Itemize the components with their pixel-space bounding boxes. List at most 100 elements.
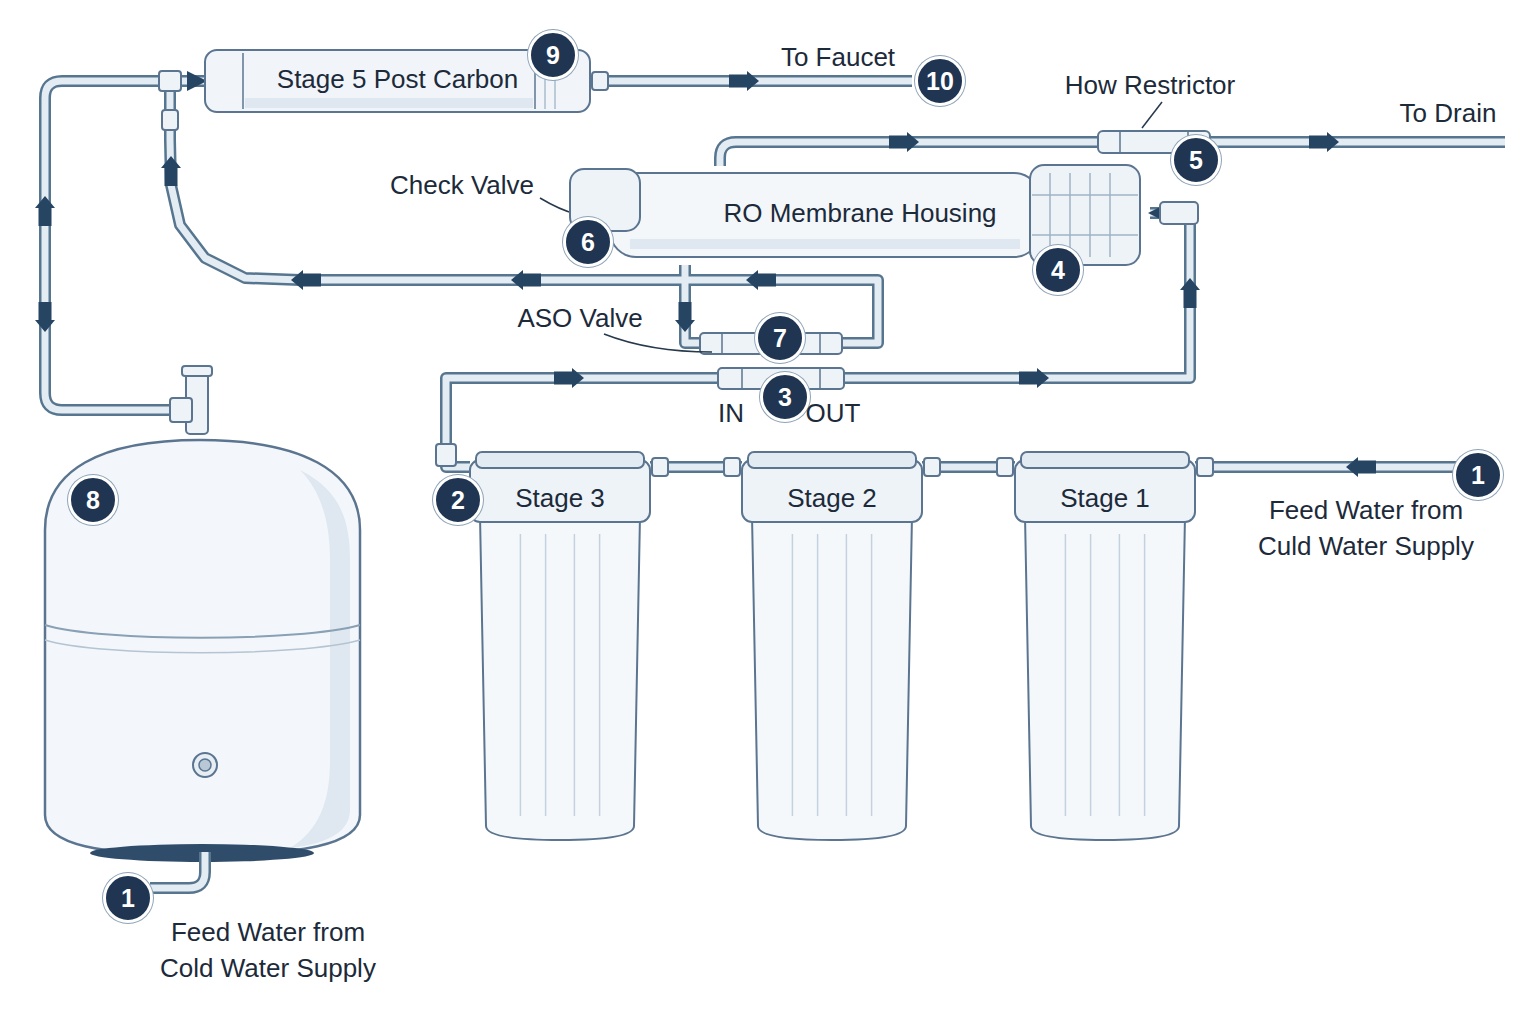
flow-arrow [746,270,776,290]
flow-arrow [1346,457,1376,477]
callout-number: 5 [1171,135,1221,185]
flow-arrow [554,368,584,388]
housing-ridge [1032,194,1138,196]
node-label: Stage 2 [787,484,877,514]
filter-rib [545,534,547,816]
callout-number: 1 [1453,450,1503,500]
housing-ridge [1069,173,1071,257]
filter-rib [792,534,794,816]
housing-ridge [1049,173,1051,257]
filter-rib [871,534,873,816]
tank-seam [45,625,360,638]
filter-rib [1090,534,1092,816]
node-label: Stage 1 [1060,484,1150,514]
tank-pipe [45,81,205,410]
part-label: Feed Water from Cold Water Supply [150,914,386,987]
tube-fitting [997,458,1013,476]
callout-number: 2 [433,475,483,525]
node-label: RO Membrane Housing [723,199,996,229]
leader-line [604,334,712,352]
filter-rib [1144,534,1146,816]
node-label: Stage 5 Post Carbon [277,65,518,95]
node-label: Stage 3 [515,484,605,514]
tank-pipe [45,81,205,410]
filter-rib [817,534,819,816]
part-label: Feed Water from Culd Water Supply [1248,492,1484,565]
tank-body [45,440,360,855]
part-label: ASO Valve [517,300,642,336]
tube-fitting [652,458,668,476]
housing-ridge [1089,173,1091,257]
filter-canister: Stage 3 [470,452,650,840]
housing-body [610,173,1040,257]
filter-rib [599,534,601,816]
tank-shade [290,470,350,848]
tube-fitting [724,458,740,476]
flow-arrow [511,270,541,290]
tee-fitting [159,71,181,91]
filter-rib [1065,534,1067,816]
callout-number: 9 [528,30,578,80]
filter-cap [1015,460,1195,522]
tee-fitting [162,110,178,130]
housing-ridge [1109,173,1111,257]
flow-arrow [729,71,759,91]
filter-shade [245,98,533,108]
filter-canister: Stage 2 [742,452,922,840]
tank-valve [170,398,192,422]
filter-canister: Stage 1 [1015,452,1195,840]
aso-valve [721,333,723,354]
feed-pipe [1195,464,1456,471]
callout-number: 1 [103,873,153,923]
tank-port [199,759,211,771]
filter-cap [742,460,922,522]
filter-rib [846,534,848,816]
callout-number: 4 [1033,245,1083,295]
filter-rib [574,534,576,816]
feed-pipe [1195,461,1456,473]
flow-arrow [889,132,919,152]
leader-line [1142,102,1162,128]
callout-number: 7 [755,313,805,363]
filter-rib [1119,534,1121,816]
flow-arrow [35,302,55,332]
filter-bowl [1025,516,1185,840]
part-label: IN [718,395,744,431]
part-label: How Restrictor [1065,67,1235,103]
flow-arrow [1180,278,1200,308]
part-label: Check Valve [390,167,534,203]
flow-arrow [161,156,181,186]
filter-bowl [480,516,640,840]
filter-cap-rim [1021,452,1189,468]
tube-fitting [592,72,608,90]
callout-number: 8 [68,475,118,525]
filter-cap-rim [748,452,916,468]
part-label: To Drain [1400,95,1497,131]
feed-pipe [150,852,205,888]
flow-restrictor [1119,131,1121,153]
filter-bowl [752,516,912,840]
tank-valve [182,366,212,376]
flow-arrow [291,270,321,290]
aso-valve [819,333,821,354]
filter-rib [520,534,522,816]
filter-cap [470,460,650,522]
housing-ridge [1032,234,1138,236]
housing-shade [630,239,1020,249]
tube-fitting [924,458,940,476]
part-label: To Faucet [781,39,895,75]
flow-arrow [1019,368,1049,388]
flow-arrow [1309,132,1339,152]
filter-ridge [242,53,244,109]
callout-number: 3 [760,372,810,422]
tank-port [193,753,217,777]
feed-pipe [150,852,205,888]
filter-cap-rim [476,452,644,468]
tube-fitting [1197,458,1213,476]
inlet-valve [819,368,821,389]
callout-number: 6 [563,217,613,267]
tank-seam [45,640,360,653]
callout-number: 10 [915,56,965,106]
part-label: OUT [806,395,861,431]
